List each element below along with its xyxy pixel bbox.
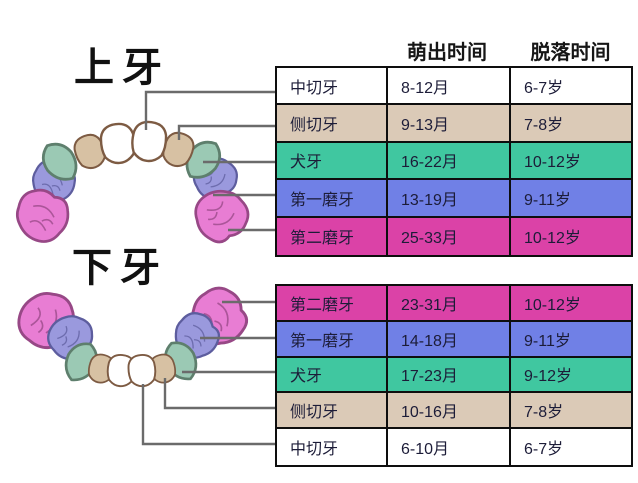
tooth-name-cell: 犬牙 xyxy=(277,357,388,394)
eruption-cell: 10-16月 xyxy=(388,393,511,430)
connector-upper-lateral-incisor xyxy=(177,124,277,140)
upper-right-second-molar-tooth xyxy=(185,179,257,250)
shedding-cell: 6-7岁 xyxy=(511,429,631,465)
shedding-cell: 7-8岁 xyxy=(511,393,631,430)
tooth-name-cell: 第一磨牙 xyxy=(277,180,388,218)
eruption-cell: 25-33月 xyxy=(388,217,511,255)
upper-teeth-title: 上牙 xyxy=(74,45,170,90)
lower-teeth-title: 下牙 xyxy=(72,245,168,290)
eruption-cell: 16-22月 xyxy=(388,142,511,181)
eruption-cell: 9-13月 xyxy=(388,105,511,143)
tooth-name-cell: 犬牙 xyxy=(277,142,388,181)
shedding-cell: 7-8岁 xyxy=(511,105,631,143)
connector-lines xyxy=(141,90,277,446)
lower-right-central-incisor-tooth xyxy=(126,352,158,389)
shedding-cell: 9-12岁 xyxy=(511,357,631,394)
eruption-cell: 8-12月 xyxy=(388,68,511,106)
tooth-name-cell: 第一磨牙 xyxy=(277,321,388,358)
eruption-cell: 23-31月 xyxy=(388,286,511,322)
shedding-time-header: 脱落时间 xyxy=(530,42,611,64)
upper-right-central-incisor-tooth xyxy=(128,118,170,165)
shedding-cell: 9-11岁 xyxy=(511,180,631,218)
tooth-name-cell: 第二磨牙 xyxy=(277,286,388,322)
connector-lower-lateral-incisor xyxy=(163,378,277,410)
eruption-cell: 17-23月 xyxy=(388,357,511,394)
eruption-cell: 6-10月 xyxy=(388,429,511,465)
tooth-name-cell: 侧切牙 xyxy=(277,105,388,143)
shedding-cell: 6-7岁 xyxy=(511,68,631,106)
shedding-cell: 10-12岁 xyxy=(511,217,631,255)
tooth-name-cell: 中切牙 xyxy=(277,68,388,106)
shedding-cell: 10-12岁 xyxy=(511,286,631,322)
eruption-cell: 14-18月 xyxy=(388,321,511,358)
tooth-name-cell: 中切牙 xyxy=(277,429,388,465)
shedding-cell: 9-11岁 xyxy=(511,321,631,358)
upper-teeth-arch xyxy=(6,118,257,251)
eruption-time-header: 萌出时间 xyxy=(407,42,487,64)
connector-upper-central-incisor xyxy=(144,90,277,130)
tooth-name-cell: 侧切牙 xyxy=(277,393,388,430)
lower-teeth-table: 第二磨牙 23-31月 10-12岁 第一磨牙 14-18月 9-11岁 犬牙 … xyxy=(275,284,633,467)
upper-teeth-table: 中切牙 8-12月 6-7岁 侧切牙 9-13月 7-8岁 犬牙 16-22月 … xyxy=(275,66,633,257)
connector-lower-central-incisor xyxy=(141,384,277,446)
tooth-name-cell: 第二磨牙 xyxy=(277,217,388,255)
eruption-cell: 13-19月 xyxy=(388,180,511,218)
shedding-cell: 10-12岁 xyxy=(511,142,631,181)
